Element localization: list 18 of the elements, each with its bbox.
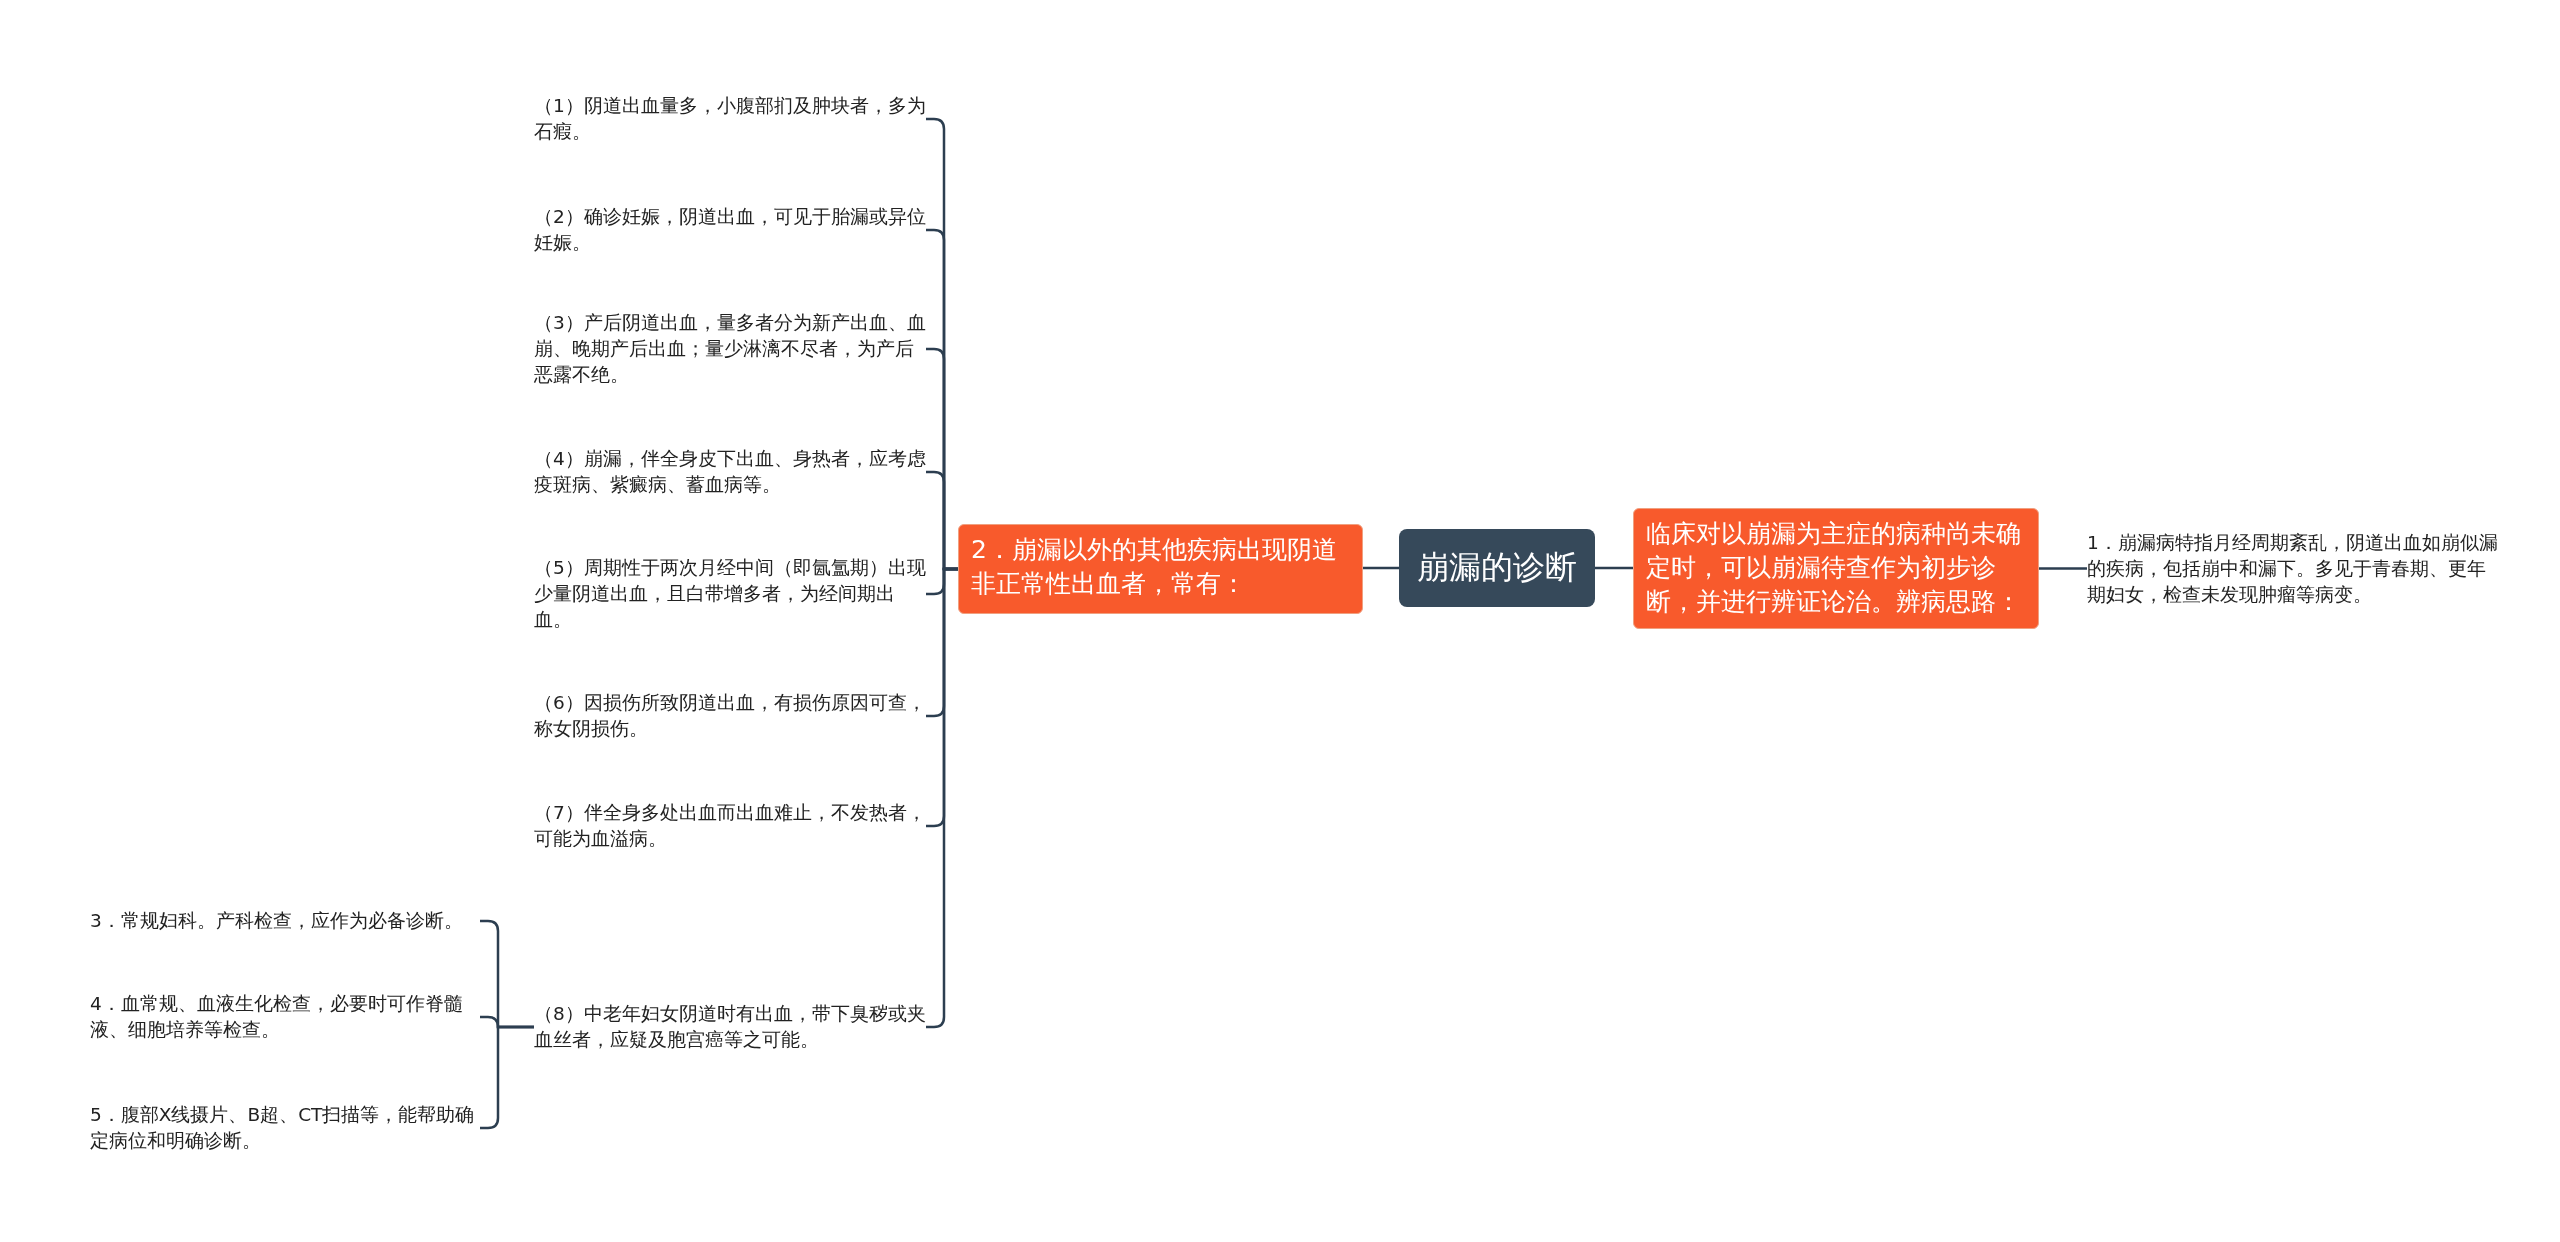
note-text: （1）阴道出血量多，小腹部扪及肿块者，多为石瘕。 (534, 93, 926, 145)
note-text: （5）周期性于两次月经中间（即氤氲期）出现少量阴道出血，且白带增多者，为经间期出血。 (534, 555, 926, 633)
note-text: 3．常规妇科。产科检查，应作为必备诊断。 (90, 908, 480, 934)
root-topic-box: 崩漏的诊断 (1399, 529, 1595, 607)
note-text: （6）因损伤所致阴道出血，有损伤原因可查，称女阴损伤。 (534, 690, 926, 742)
note-text: （7）伴全身多处出血而出血难止，不发热者，可能为血溢病。 (534, 800, 926, 852)
topic-box: 临床对以崩漏为主症的病种尚未确定时，可以崩漏待查作为初步诊断，并进行辨证论治。辨病思路： (1633, 508, 2039, 629)
note-text: （3）产后阴道出血，量多者分为新产出血、血崩、晚期产后出血；量少淋漓不尽者，为产后恶露不绝。 (534, 310, 926, 388)
note-text: 5．腹部X线摄片、B超、CT扫描等，能帮助确定病位和明确诊断。 (90, 1102, 480, 1154)
note-text: （4）崩漏，伴全身皮下出血、身热者，应考虑疫斑病、紫癜病、蓄血病等。 (534, 446, 926, 498)
connector-line (1595, 566, 1633, 570)
connector-line (2039, 567, 2087, 570)
connector-line (1363, 566, 1399, 570)
note-text: （8）中老年妇女阴道时有出血，带下臭秽或夹血丝者，应疑及胞宫癌等之可能。 (534, 1001, 926, 1053)
note-text: 4．血常规、血液生化检查，必要时可作脊髓液、细胞培养等检查。 (90, 991, 480, 1043)
topic-box: 2．崩漏以外的其他疾病出现阴道非正常性出血者，常有： (958, 524, 1363, 614)
note-text: 1．崩漏病特指月经周期紊乱，阴道出血如崩似漏的疾病，包括崩中和漏下。多见于青春期、更年期妇女，检查未发现肿瘤等病变。 (2087, 530, 2499, 608)
note-text: （2）确诊妊娠，阴道出血，可见于胎漏或异位妊娠。 (534, 204, 926, 256)
